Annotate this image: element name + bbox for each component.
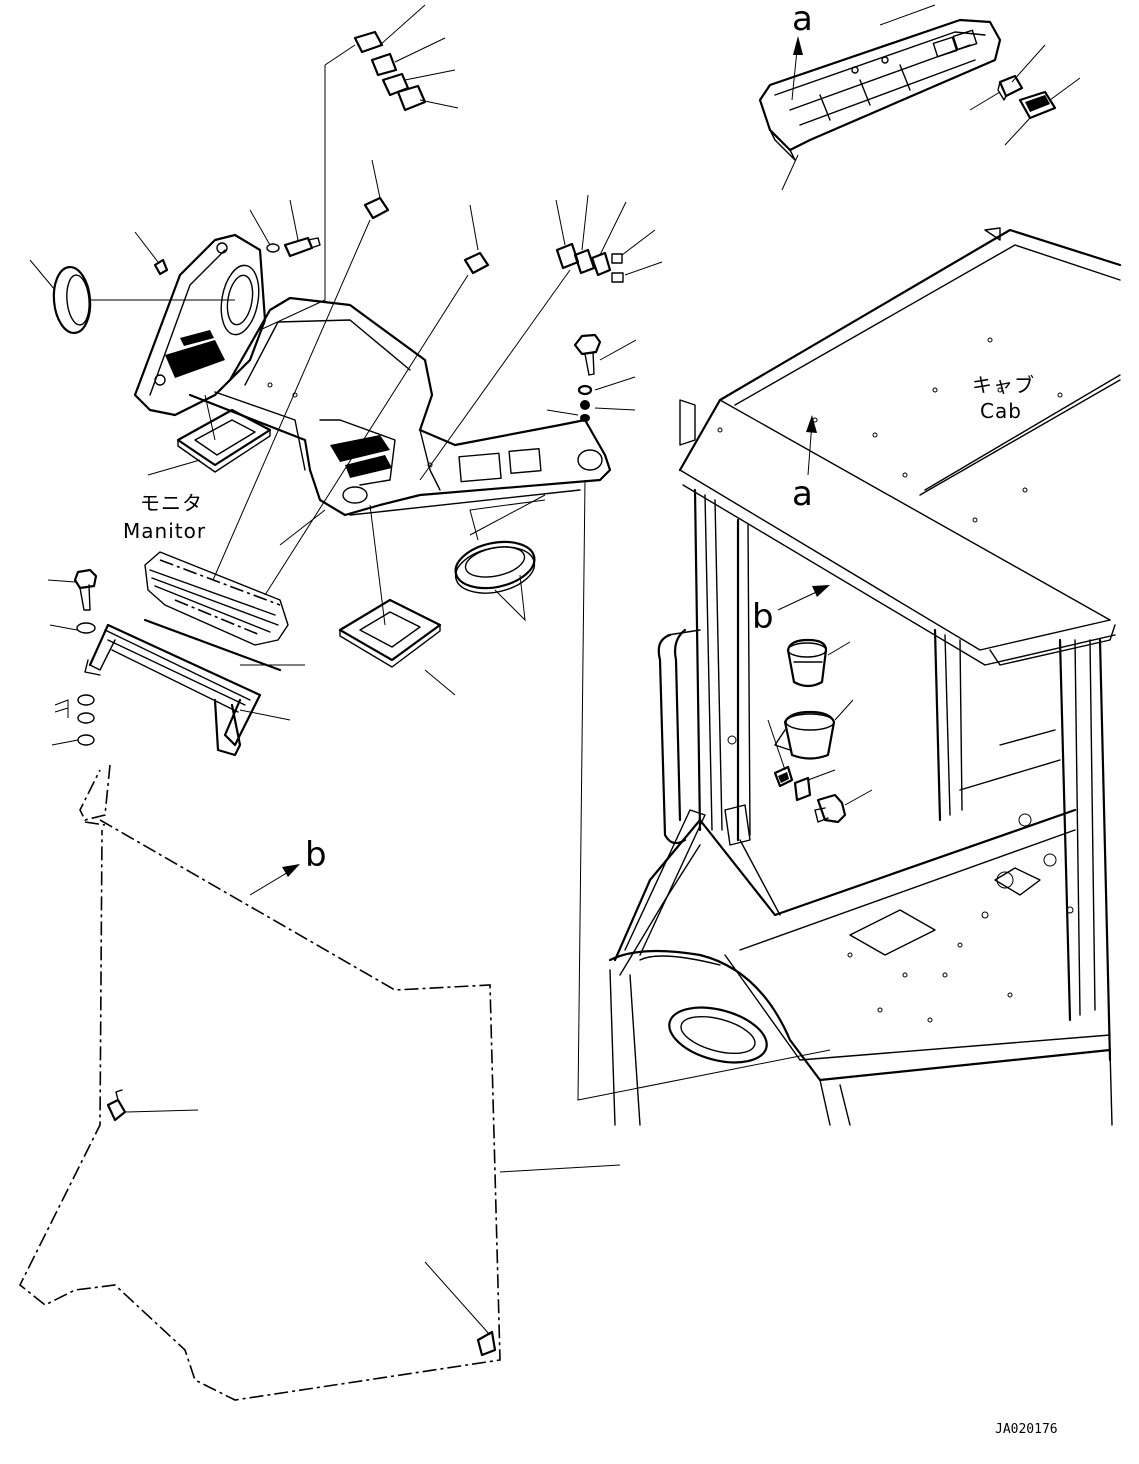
overhead-switch-2 xyxy=(1018,90,1057,120)
nut-center xyxy=(580,400,590,410)
washer-3 xyxy=(77,712,95,724)
cab-label-jp: キャブ xyxy=(972,373,1035,397)
duct-ring xyxy=(454,540,536,594)
top-switch-stack xyxy=(353,30,427,112)
monitor-seal-ring xyxy=(52,265,92,335)
overhead-unit-detail xyxy=(758,4,1081,191)
washer-center-1 xyxy=(577,384,593,396)
overhead-switch-1 xyxy=(997,74,1024,101)
monitor-label-jp: モニタ xyxy=(140,491,203,515)
floor-grommet xyxy=(668,1006,768,1064)
monitor-dashboard-assembly xyxy=(29,4,831,1101)
washer-4 xyxy=(77,734,95,746)
washer-2 xyxy=(77,694,95,706)
switch-cluster-right xyxy=(555,242,624,283)
cab-structure xyxy=(608,227,1122,1126)
view-label-a-cab: a xyxy=(792,474,813,514)
washer-1 xyxy=(76,622,96,634)
bolt-center xyxy=(573,333,602,376)
monitor-label-en: Manitor xyxy=(123,519,206,543)
switch-mid-1 xyxy=(363,196,390,220)
cup-holder-parts xyxy=(727,638,873,824)
panel-clip-upper xyxy=(106,1089,127,1122)
washer-center-2 xyxy=(580,414,590,422)
switch-mid-2 xyxy=(463,251,490,275)
view-label-b-cab: b xyxy=(752,597,774,637)
gasket-right xyxy=(338,598,442,668)
side-panel-view-b xyxy=(18,764,621,1401)
panel-clip-lower xyxy=(476,1330,497,1357)
view-label-a-top: a xyxy=(792,0,813,39)
monitor-unit xyxy=(144,551,289,646)
cab-label-en: Cab xyxy=(980,399,1022,423)
o-ring-small xyxy=(266,243,280,253)
monitor-bracket xyxy=(84,618,282,757)
clip-small xyxy=(153,258,169,276)
drawing-code: JA020176 xyxy=(995,1422,1058,1437)
gasket-left xyxy=(176,408,272,473)
view-label-b-panel: b xyxy=(305,835,327,875)
socket-small xyxy=(283,236,321,258)
bolt-left xyxy=(73,568,98,611)
